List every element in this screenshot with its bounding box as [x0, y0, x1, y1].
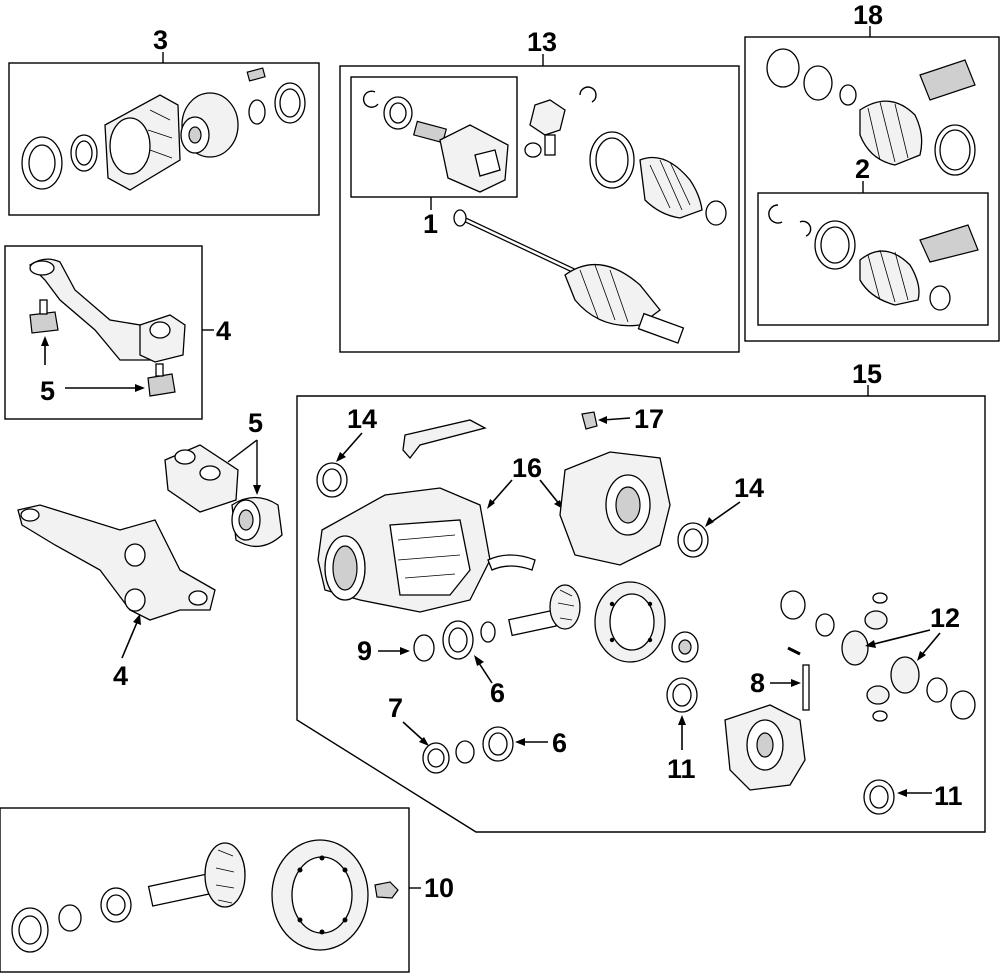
- group-2-frame: [757, 192, 989, 326]
- callout-3: 3: [153, 25, 168, 55]
- callout-4-top: 4: [216, 316, 231, 346]
- group-15-differential: 15 14 17 16 14: [296, 359, 986, 833]
- bearing-10a: [58, 904, 82, 932]
- callout-8: 8: [750, 668, 765, 698]
- callout-11-right: 11: [934, 781, 963, 811]
- group-15-frame: [296, 395, 986, 833]
- callout-18: 18: [853, 0, 883, 30]
- mount-nut-top: [29, 311, 59, 334]
- inner-joint-housing: [439, 124, 509, 193]
- callout-13: 13: [527, 27, 557, 57]
- callout-10: 10: [424, 873, 454, 903]
- retainer-clip: [248, 99, 266, 125]
- callout-5-mid: 5: [248, 408, 263, 438]
- callout-7: 7: [388, 693, 403, 723]
- callout-9: 9: [357, 636, 372, 666]
- outer-boot: [564, 263, 661, 327]
- pinion-pin: [802, 664, 810, 711]
- small-clamp: [705, 200, 727, 226]
- callout-14-left: 14: [347, 404, 377, 434]
- pinion-gear-small-2: [866, 685, 890, 705]
- group-10-frame: [0, 807, 410, 973]
- mount-nut-bottom: [147, 373, 176, 397]
- group-3-cv-joint-kit: 3: [8, 25, 320, 216]
- boot-2: [859, 250, 920, 306]
- outer-spline: [637, 312, 685, 344]
- grease-pack: [919, 59, 976, 101]
- callout-17: 17: [634, 404, 664, 434]
- callout-6-top: 6: [490, 678, 505, 708]
- callout-5-left: 5: [40, 376, 55, 406]
- callout-16: 16: [512, 453, 542, 483]
- group-13-axle-shaft: 13 1: [339, 27, 740, 353]
- inner-bearing: [455, 740, 475, 764]
- callout-4-bottom: 4: [113, 661, 128, 691]
- group-4-mount-bracket: 4 5: [4, 245, 231, 420]
- callout-1: 1: [423, 209, 438, 239]
- drive-pinion: [204, 842, 246, 908]
- group-1-frame: [350, 76, 518, 198]
- pinion-shaft: [508, 609, 557, 637]
- pinion-gear: [549, 584, 581, 630]
- callout-14-right: 14: [734, 473, 764, 503]
- callout-15: 15: [852, 359, 882, 389]
- group-4-frame: [4, 245, 203, 420]
- bracket-assembly-loose: 5 4: [17, 408, 283, 691]
- pinion-shaft-10: [147, 873, 213, 907]
- group-10-ring-pinion-set: 10: [0, 807, 454, 973]
- boot: [639, 156, 703, 219]
- callout-2: 2: [855, 154, 870, 184]
- side-gear-washer-1: [780, 590, 806, 620]
- grease-pack-2: [919, 224, 979, 263]
- ring-gear-bolt: [374, 881, 399, 899]
- group-13-frame: [339, 65, 740, 353]
- tripod: [529, 99, 566, 136]
- side-gear-1: [841, 630, 869, 666]
- clamp-large: [766, 48, 800, 88]
- rear-bracket: [17, 504, 216, 621]
- mounting-strip: [402, 419, 487, 460]
- bolt: [246, 67, 266, 82]
- callout-6-bottom: 6: [552, 728, 567, 758]
- drain-plug: [581, 411, 598, 430]
- group-18-frame: [744, 36, 1000, 342]
- side-gear-2: [890, 656, 920, 694]
- side-gear-washer-2: [950, 690, 976, 720]
- spacer-ring: [480, 621, 496, 643]
- pinion-gear-small: [864, 610, 888, 630]
- gasket-strip: [487, 554, 536, 571]
- group-3-frame: [8, 62, 320, 216]
- callout-11-left: 11: [667, 754, 696, 784]
- group-18-boot-kit: 18 2: [744, 0, 1000, 342]
- callout-12: 12: [930, 603, 960, 633]
- pinion-nut: [413, 634, 435, 662]
